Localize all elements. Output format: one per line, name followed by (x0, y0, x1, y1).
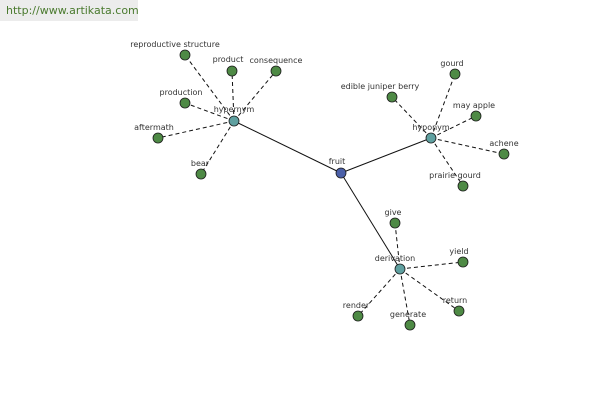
leaf-node-may-apple[interactable] (470, 110, 482, 122)
leaf-label-yield: yield (449, 247, 468, 256)
leaf-label-achene: achene (489, 139, 518, 148)
edge-derivation-return (399, 268, 460, 312)
edge-derivation-yield (399, 261, 464, 270)
edge-hyponym-gourd (430, 73, 456, 139)
edge-hyponym-may-apple (430, 115, 477, 139)
edge-center-derivation (340, 172, 401, 270)
edge-derivation-give (394, 222, 401, 270)
center-node (335, 167, 347, 179)
leaf-label-production: production (160, 88, 203, 97)
leaf-node-achene[interactable] (498, 148, 510, 160)
leaf-node-edible-juniper-berry[interactable] (386, 91, 398, 103)
edge-derivation-generate (399, 268, 411, 326)
leaf-node-production[interactable] (179, 97, 191, 109)
leaf-node-return[interactable] (453, 305, 465, 317)
edge-derivation-render (357, 268, 401, 317)
leaf-label-render: render (343, 301, 370, 310)
hub-node-derivation[interactable] (394, 263, 406, 275)
hub-node-hyponym[interactable] (425, 132, 437, 144)
leaf-label-product: product (213, 55, 244, 64)
edge-center-hyponym (340, 137, 432, 174)
leaf-node-consequence[interactable] (270, 65, 282, 77)
leaf-node-yield[interactable] (457, 256, 469, 268)
leaf-node-reproductive-structure[interactable] (179, 49, 191, 61)
leaf-label-bear: bear (191, 159, 210, 168)
leaf-node-gourd[interactable] (449, 68, 461, 80)
nodes-layer (152, 49, 510, 331)
leaf-node-render[interactable] (352, 310, 364, 322)
leaf-label-consequence: consequence (250, 56, 303, 65)
leaf-label-gourd: gourd (440, 59, 463, 68)
hub-label-derivation: derivation (375, 254, 415, 263)
watermark-url[interactable]: http://www.artikata.com (0, 0, 139, 21)
leaf-node-give[interactable] (389, 217, 401, 229)
leaf-label-may-apple: may apple (453, 101, 495, 110)
leaf-label-reproductive-structure: reproductive structure (130, 40, 220, 49)
labels-layer: fruit hypernym reproductive structure produ… (130, 40, 518, 319)
leaf-label-aftermath: aftermath (134, 123, 174, 132)
edge-hypernym-product (231, 70, 235, 122)
leaf-node-product[interactable] (226, 65, 238, 77)
leaf-label-give: give (385, 208, 402, 217)
edge-hypernym-consequence (233, 70, 277, 122)
leaf-label-prairie-gourd: prairie gourd (429, 171, 481, 180)
edge-center-hypernym (233, 120, 342, 174)
edges-layer (157, 54, 505, 326)
edge-hyponym-edible-juniper-berry (391, 96, 432, 139)
hub-node-hypernym[interactable] (228, 115, 240, 127)
leaf-node-generate[interactable] (404, 319, 416, 331)
leaf-node-prairie-gourd[interactable] (457, 180, 469, 192)
edge-hypernym-production (184, 102, 235, 122)
center-node-label: fruit (329, 157, 346, 166)
hub-label-hypernym: hypernym (214, 105, 255, 114)
edge-hypernym-bear (200, 120, 235, 175)
hub-label-hyponym: hyponym (412, 123, 450, 132)
edge-hyponym-achene (430, 137, 505, 155)
leaf-label-return: return (443, 296, 467, 305)
edge-hyponym-prairie-gourd (430, 137, 464, 187)
leaf-label-generate: generate (390, 310, 426, 319)
leaf-label-edible-juniper-berry: edible juniper berry (341, 82, 420, 91)
leaf-node-bear[interactable] (195, 168, 207, 180)
edge-hypernym-aftermath (157, 120, 235, 139)
leaf-node-aftermath[interactable] (152, 132, 164, 144)
